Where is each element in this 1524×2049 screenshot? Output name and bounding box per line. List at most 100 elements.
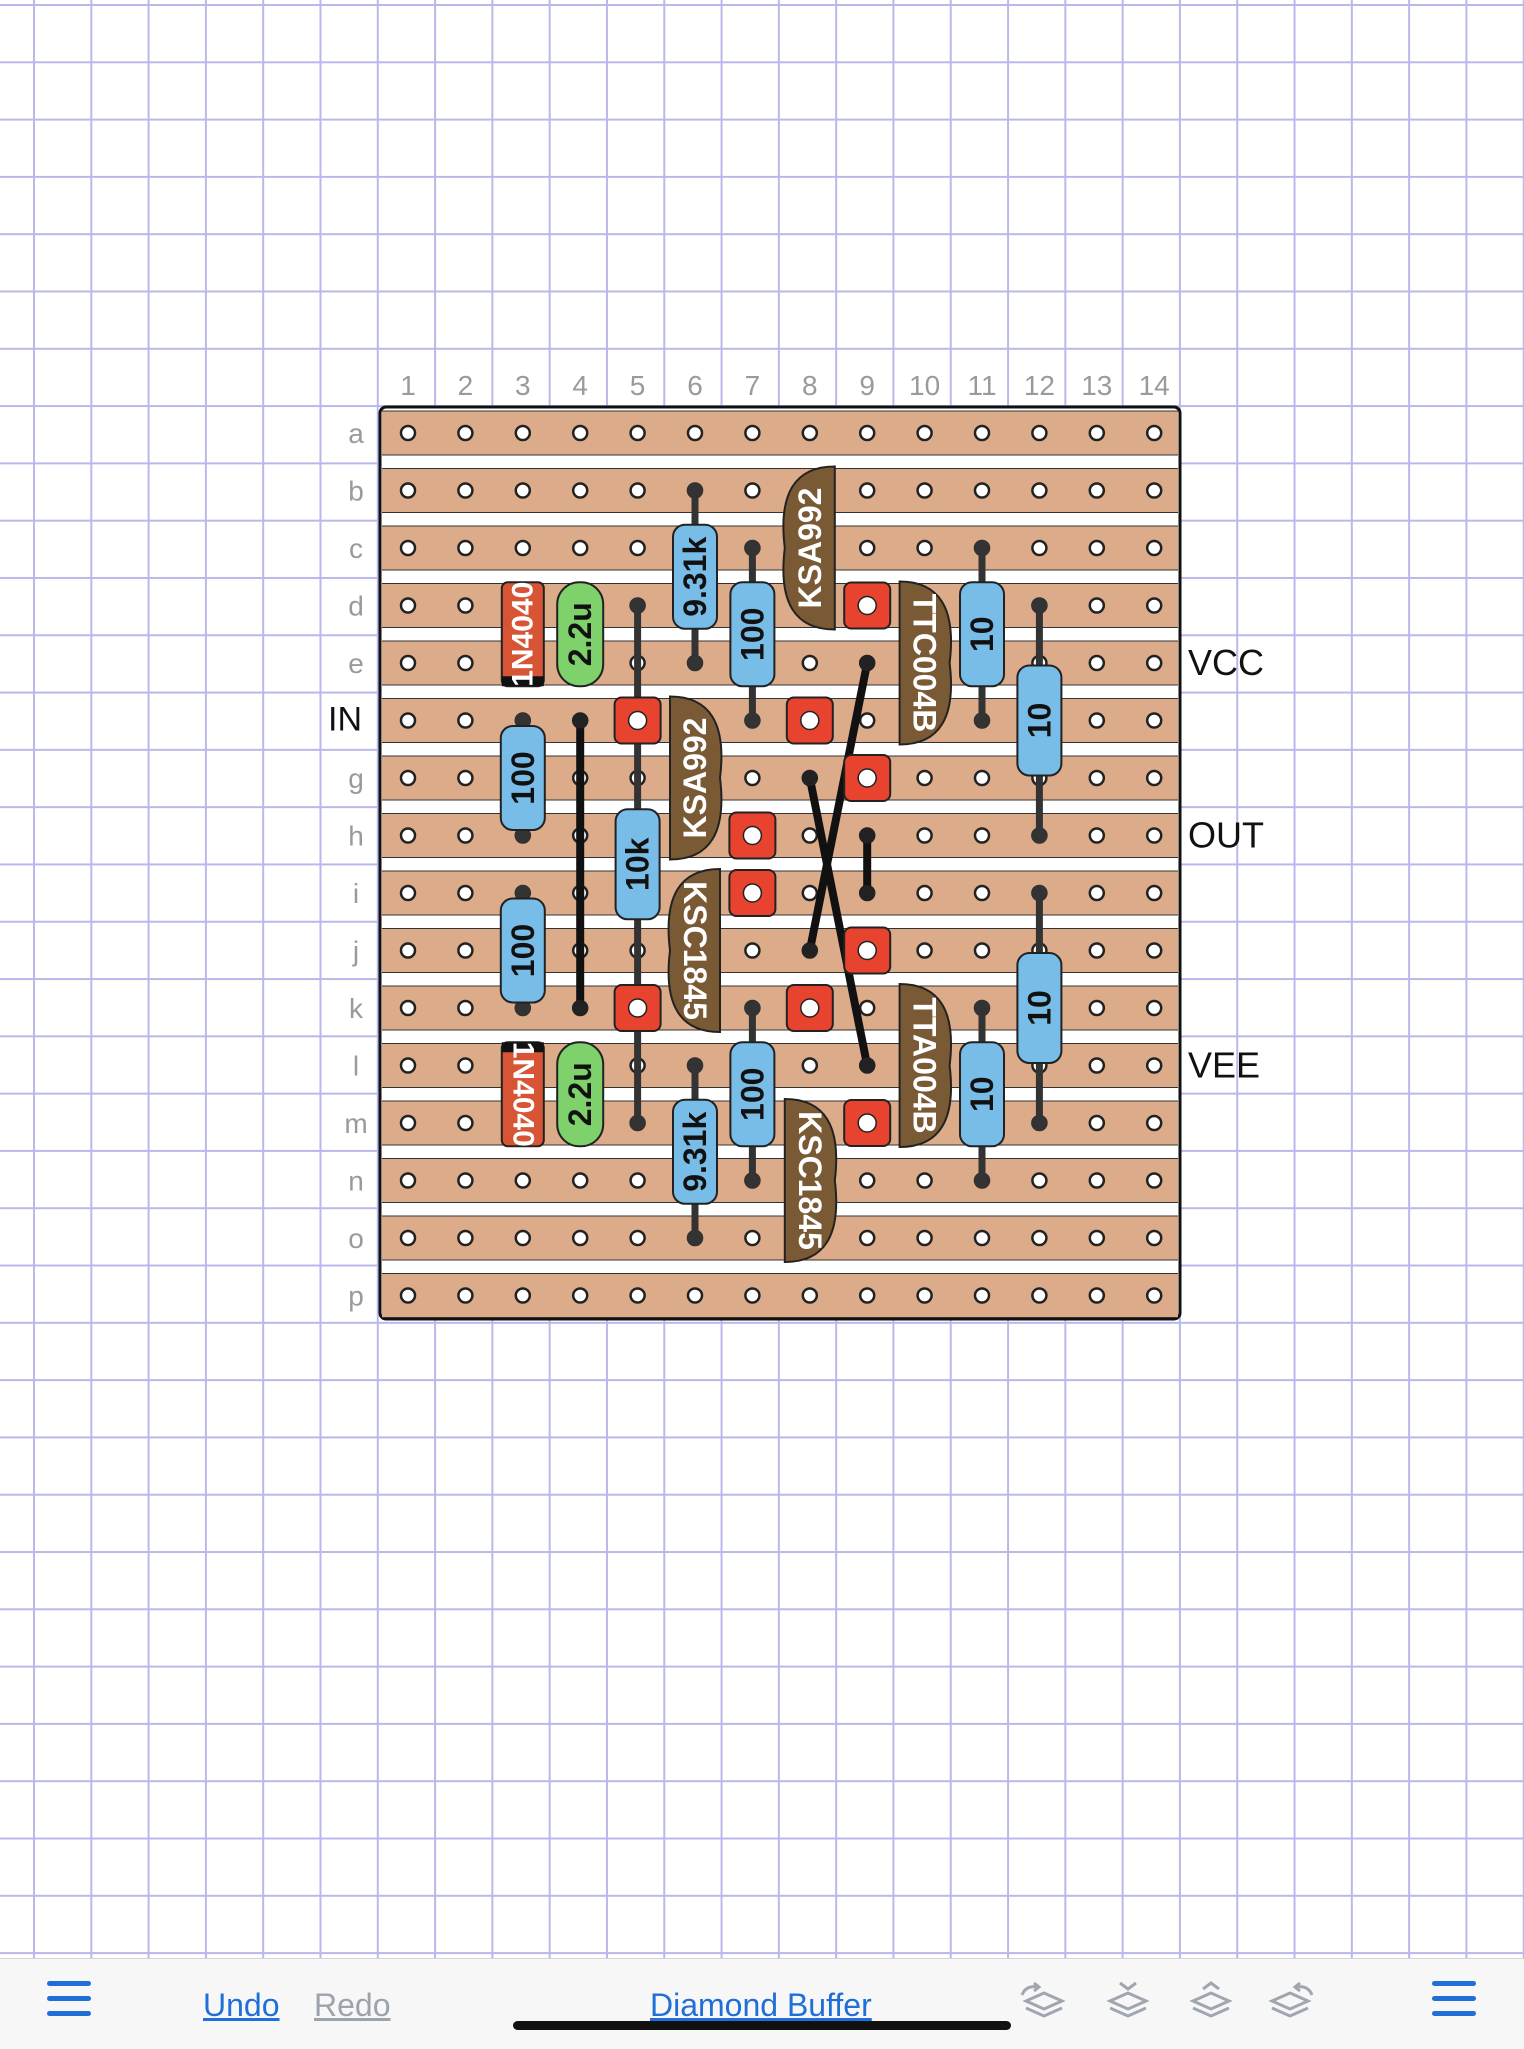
hole[interactable] [514,424,532,442]
hole[interactable] [399,482,417,499]
redo-button[interactable]: Redo [314,1987,391,2023]
hole[interactable] [1088,1114,1106,1132]
undo-button[interactable]: Undo [203,1987,280,2023]
hole[interactable] [399,769,417,787]
hole[interactable] [1145,942,1163,959]
hole[interactable] [801,654,819,672]
strip-cut[interactable] [728,869,777,917]
strip-cut[interactable] [843,926,892,975]
hole[interactable] [457,1114,474,1132]
diode[interactable]: 1N4040 [500,1041,545,1148]
hamburger-menu-icon[interactable] [47,1981,91,2017]
hole[interactable] [916,942,933,959]
resistor[interactable]: 10k [614,597,661,1132]
hole[interactable] [686,1287,704,1304]
hole[interactable] [1031,539,1048,557]
hole[interactable] [457,1172,474,1189]
hole[interactable] [1088,482,1106,499]
hole[interactable] [973,884,991,902]
hole[interactable] [858,1229,876,1247]
hole[interactable] [1031,482,1048,499]
hole[interactable] [399,999,417,1017]
hole[interactable] [801,884,819,902]
hole[interactable] [858,482,876,499]
hole[interactable] [801,424,819,442]
hole[interactable] [514,1229,532,1247]
hole[interactable] [399,827,417,844]
hole[interactable] [973,424,991,442]
hole[interactable] [399,1172,417,1189]
hole[interactable] [629,1229,646,1247]
hole[interactable] [916,1287,933,1304]
strip-cut[interactable] [843,754,892,802]
hole[interactable] [858,539,876,557]
layers-down-icon[interactable] [1100,1981,1152,2021]
hole[interactable] [801,1287,819,1304]
hole[interactable] [399,1229,417,1247]
hole[interactable] [1145,999,1163,1017]
hole[interactable] [916,1172,933,1189]
hole[interactable] [399,942,417,959]
hole[interactable] [514,482,532,499]
hole[interactable] [457,942,474,959]
hole[interactable] [1088,769,1106,787]
hole[interactable] [571,1229,589,1247]
hole[interactable] [858,424,876,442]
hole[interactable] [858,1287,876,1304]
hole[interactable] [629,1287,646,1304]
hole[interactable] [1145,424,1163,442]
hole[interactable] [1145,539,1163,557]
hole[interactable] [916,1229,933,1247]
hole[interactable] [457,1057,474,1074]
hole[interactable] [916,482,933,499]
hole[interactable] [629,1172,646,1189]
copper-strip-c[interactable] [382,526,1178,570]
hole[interactable] [1088,942,1106,959]
resistor[interactable]: 10 [959,540,1005,729]
hole[interactable] [1031,1287,1048,1304]
hole[interactable] [1145,827,1163,844]
hole[interactable] [973,827,991,844]
strip-cut[interactable] [613,696,662,745]
hole[interactable] [1088,654,1106,672]
hole[interactable] [457,1287,474,1304]
resistor[interactable]: 10 [959,1000,1005,1189]
hole[interactable] [629,482,646,499]
hole[interactable] [571,539,589,557]
copper-strip-n[interactable] [382,1158,1178,1203]
strip-cut[interactable] [843,1099,892,1147]
hole[interactable] [686,424,704,442]
hole[interactable] [973,1229,991,1247]
hole[interactable] [399,1114,417,1132]
hole[interactable] [457,482,474,499]
hole[interactable] [744,942,761,959]
transistor[interactable]: TTC004B [898,580,952,746]
hole[interactable] [744,1229,761,1247]
strip-cut[interactable] [728,811,777,860]
document-title[interactable]: Diamond Buffer [650,1987,872,2023]
hole[interactable] [399,539,417,557]
resistor[interactable]: 10 [1016,885,1063,1131]
hole[interactable] [399,884,417,902]
hole[interactable] [399,1057,417,1074]
strip-cut[interactable] [843,581,892,630]
copper-strip-o[interactable] [382,1216,1178,1260]
hole[interactable] [858,712,876,729]
hole[interactable] [571,1172,589,1189]
hole[interactable] [1145,1172,1163,1189]
jumper-wire[interactable] [805,659,872,955]
hole[interactable] [514,1172,532,1189]
hole[interactable] [1145,769,1163,787]
hole[interactable] [1145,1229,1163,1247]
hole[interactable] [1088,999,1106,1017]
transistor[interactable]: TTA004B [898,982,952,1149]
hole[interactable] [1088,827,1106,844]
hole[interactable] [1145,482,1163,499]
hole[interactable] [457,827,474,844]
hole[interactable] [916,424,933,442]
hole[interactable] [629,539,646,557]
hole[interactable] [1145,884,1163,902]
transistor[interactable]: KSC1845 [667,867,721,1034]
hole[interactable] [744,769,761,787]
hole[interactable] [457,769,474,787]
